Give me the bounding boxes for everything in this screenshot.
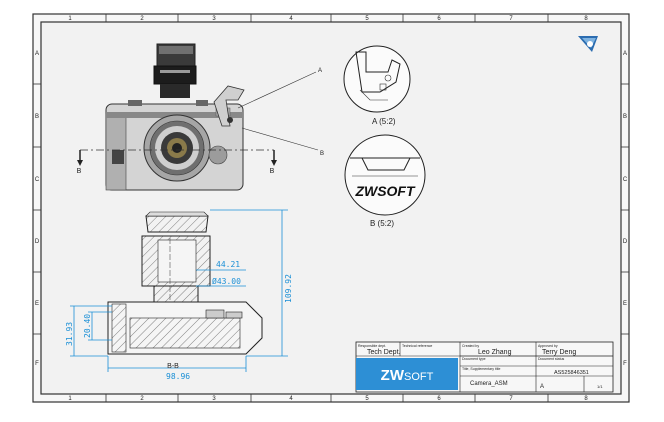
- row-right-a: A: [623, 51, 627, 57]
- zone-bottom-1: 1: [68, 396, 72, 402]
- document-status-label: Document status: [538, 357, 565, 361]
- section-label: B-B: [167, 363, 179, 370]
- zone-top-2: 2: [140, 16, 144, 22]
- zone-labels: 1 2 3 4 5 6 7 8 1 2 3 4 5 6 7 8 A B C D …: [35, 16, 628, 402]
- zone-bottom-3: 3: [212, 396, 216, 402]
- zone-bottom-6: 6: [437, 396, 441, 402]
- leader-b-label: B: [320, 151, 324, 157]
- document-number: AS525846351: [554, 370, 589, 376]
- row-left-f: F: [35, 361, 39, 367]
- section-view: [107, 211, 263, 355]
- zone-bottom-2: 2: [140, 396, 144, 402]
- row-right-d: D: [623, 239, 628, 245]
- row-right-f: F: [623, 361, 627, 367]
- document-type-label: Document type: [462, 357, 486, 361]
- row-right-e: E: [623, 301, 627, 307]
- row-left-e: E: [35, 301, 39, 307]
- dim-dia-43: Ø43.00: [212, 276, 241, 286]
- zone-bottom-8: 8: [584, 396, 588, 402]
- leader-b-line: [241, 127, 319, 151]
- row-left-a: A: [35, 51, 39, 57]
- leader-a-line: [237, 71, 317, 109]
- row-left-d: D: [35, 239, 40, 245]
- detail-b-logo: ZWSOFT: [354, 183, 416, 199]
- approved-by: Terry Deng: [542, 349, 576, 356]
- dim-109-92: 109.92: [284, 274, 293, 303]
- zone-top-7: 7: [509, 16, 513, 22]
- detail-a-label: A (5:2): [372, 117, 396, 126]
- zone-top-3: 3: [212, 16, 216, 22]
- detail-b-label: B (5:2): [370, 219, 394, 228]
- responsible-dept-label: Responsible dept.: [358, 344, 386, 348]
- responsible-dept: Tech Dept.: [367, 349, 401, 356]
- section-cut-line: [77, 149, 277, 166]
- camera-front-view: [105, 43, 245, 191]
- title-block: [355, 341, 614, 393]
- title-label: Title, Supplementary title: [462, 367, 500, 371]
- detail-a-view: [343, 45, 411, 113]
- corner-logo-icon: [578, 36, 598, 52]
- created-by-label: Created by: [462, 344, 479, 348]
- row-right-b: B: [623, 114, 627, 120]
- zone-bottom-4: 4: [289, 396, 293, 402]
- zone-bottom-7: 7: [509, 396, 513, 402]
- row-right-c: C: [623, 177, 628, 183]
- zone-top-6: 6: [437, 16, 441, 22]
- technical-reference-label: Technical reference: [402, 344, 432, 348]
- dim-20-40: 20.40: [83, 314, 92, 338]
- approved-by-label: Approved by: [538, 344, 558, 348]
- section-marker-left: B: [77, 168, 82, 175]
- detail-b-view: [344, 134, 426, 216]
- section-marker-right: B: [270, 168, 275, 175]
- zone-top-8: 8: [584, 16, 588, 22]
- dim-98-96: 98.96: [166, 372, 190, 381]
- zone-top-5: 5: [365, 16, 369, 22]
- row-left-b: B: [35, 114, 39, 120]
- zone-ticks: [33, 14, 629, 402]
- zwsoft-logo: ZWSOFT: [381, 367, 434, 384]
- zone-top-1: 1: [68, 16, 72, 22]
- dimension-lines: [70, 209, 288, 372]
- dim-31-93: 31.93: [65, 322, 74, 346]
- row-left-c: C: [35, 177, 40, 183]
- leader-a-label: A: [318, 68, 322, 74]
- sheet-number: 1/1: [597, 384, 603, 389]
- sheet-size: A: [540, 384, 544, 390]
- dim-44-21: 44.21: [216, 260, 240, 269]
- created-by: Leo Zhang: [478, 349, 512, 356]
- drawing-title: Camera_ASM: [470, 381, 508, 387]
- zone-bottom-5: 5: [365, 396, 369, 402]
- zone-top-4: 4: [289, 16, 293, 22]
